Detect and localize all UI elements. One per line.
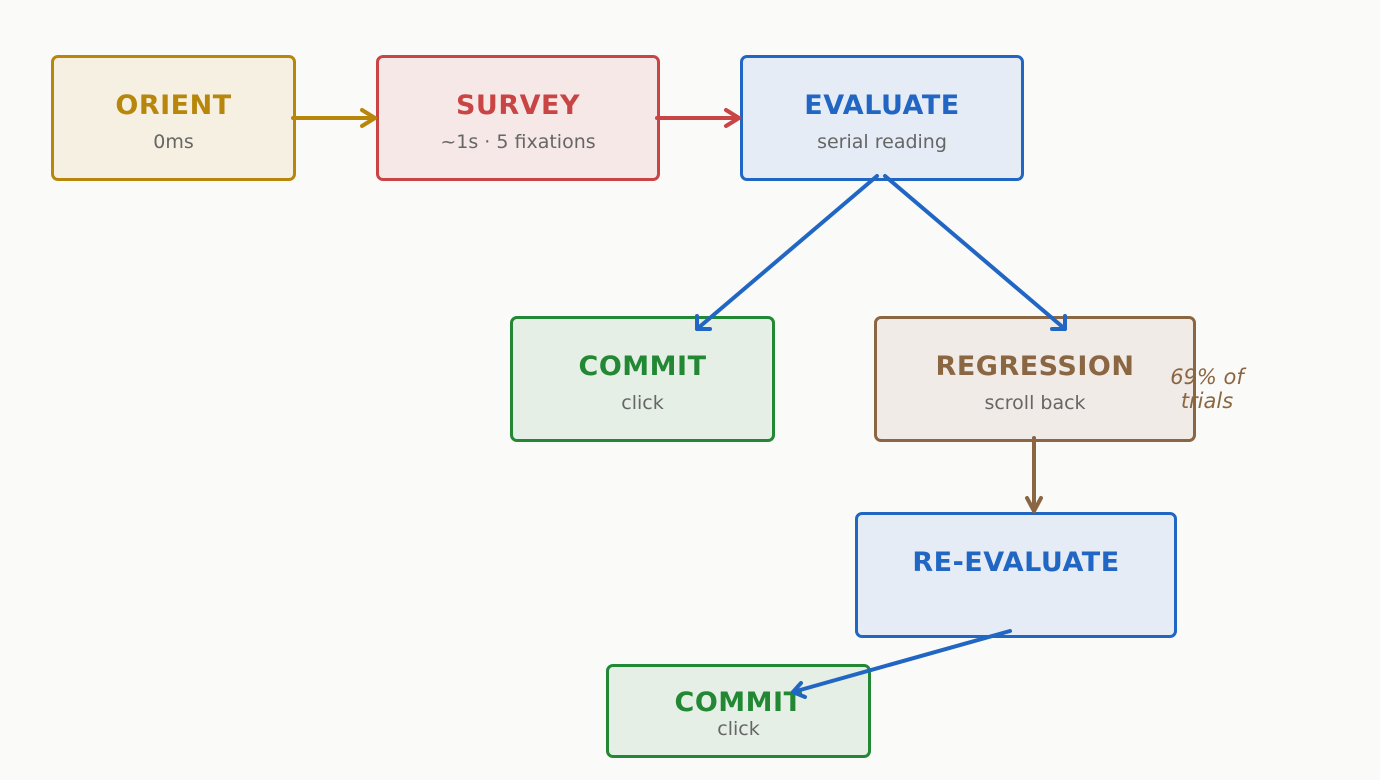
node-commit: COMMIT click: [510, 316, 775, 442]
edge-survey-to-evaluate-arrowhead: [724, 108, 741, 128]
node-orient-title: ORIENT: [115, 90, 232, 121]
node-regression: REGRESSION scroll back: [874, 316, 1196, 442]
node-commit-final: COMMIT click: [606, 664, 871, 758]
edge-evaluate-to-commit-arrow: [695, 174, 879, 331]
node-commit-title: COMMIT: [578, 351, 707, 382]
edge-evaluate-to-regression-arrow: [883, 174, 1067, 331]
node-reevaluate-title: RE-EVALUATE: [912, 547, 1120, 578]
node-survey: SURVEY ~1s · 5 fixations: [376, 55, 660, 181]
node-commit-final-title: COMMIT: [674, 687, 803, 718]
node-evaluate-subtitle: serial reading: [817, 131, 947, 153]
node-orient: ORIENT 0ms: [51, 55, 296, 181]
edge-regression-to-reevaluate-arrowhead: [1025, 496, 1043, 513]
node-regression-title: REGRESSION: [935, 351, 1135, 382]
edge-orient-to-survey-arrowhead: [360, 108, 377, 128]
node-survey-title: SURVEY: [455, 90, 581, 121]
node-commit-subtitle: click: [621, 392, 664, 414]
node-reevaluate: RE-EVALUATE: [855, 512, 1177, 638]
node-regression-subtitle: scroll back: [984, 392, 1086, 414]
node-orient-subtitle: 0ms: [153, 131, 194, 153]
node-commit-final-subtitle: click: [717, 718, 760, 740]
regression-rate-annotation: 69% of trials: [1170, 365, 1244, 413]
node-evaluate: EVALUATE serial reading: [740, 55, 1024, 181]
node-survey-subtitle: ~1s · 5 fixations: [440, 131, 596, 153]
node-evaluate-title: EVALUATE: [804, 90, 960, 121]
